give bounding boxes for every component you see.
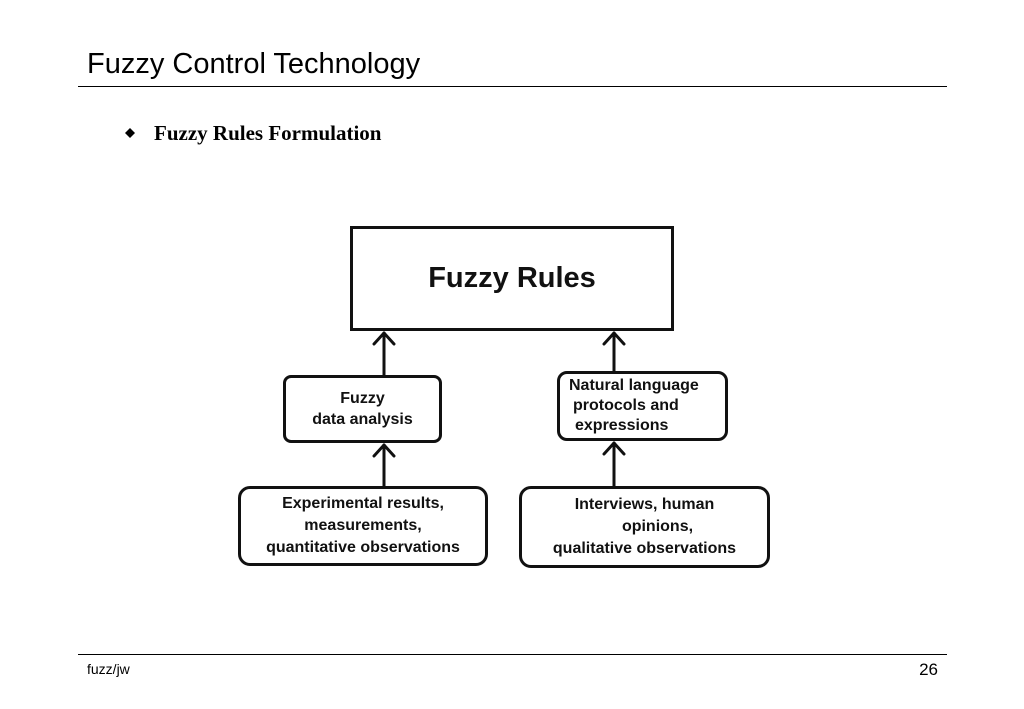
title-divider <box>78 86 947 87</box>
arrow-nlp-to-rules <box>602 331 626 373</box>
natural-language-box: Natural language protocols and expressio… <box>557 371 728 441</box>
interviews-line: Interviews, human <box>574 496 715 513</box>
experimental-results-box: Experimental results, measurements, quan… <box>238 486 488 566</box>
fuzzy-rules-label: Fuzzy Rules <box>428 262 596 294</box>
page-number: 26 <box>919 660 938 679</box>
interviews-line: qualitative observations <box>552 540 737 557</box>
footer-divider <box>78 654 947 655</box>
interviews-line: opinions, <box>621 518 694 535</box>
experimental-results-line: quantitative observations <box>266 539 460 556</box>
interviews-box: Interviews, human opinions, qualitative … <box>519 486 770 568</box>
diamond-bullet-icon <box>125 128 135 138</box>
arrow-fda-to-rules <box>372 331 396 377</box>
diagram-arrows <box>372 331 626 488</box>
arrow-exp-to-fda <box>372 443 396 488</box>
fuzzy-rules-box: Fuzzy Rules <box>350 226 674 331</box>
natural-language-line: Natural language <box>569 377 699 394</box>
natural-language-line: expressions <box>575 417 669 434</box>
fuzzy-data-analysis-line: data analysis <box>312 411 413 428</box>
footer-author: fuzz/jw <box>87 661 130 677</box>
natural-language-line: protocols and <box>573 397 679 414</box>
fuzzy-data-analysis-box: Fuzzy data analysis <box>283 375 442 443</box>
bullet-item: Fuzzy Rules Formulation <box>125 118 381 148</box>
experimental-results-line: measurements, <box>304 517 422 534</box>
fuzzy-data-analysis-line: Fuzzy <box>340 390 385 407</box>
bullet-text: Fuzzy Rules Formulation <box>154 120 382 145</box>
slide-title: Fuzzy Control Technology <box>87 48 421 80</box>
arrow-int-to-nlp <box>602 441 626 488</box>
experimental-results-line: Experimental results, <box>282 495 444 512</box>
fuzzy-rules-diagram: Fuzzy Rules Fuzzy data analysis Natural … <box>230 220 790 580</box>
